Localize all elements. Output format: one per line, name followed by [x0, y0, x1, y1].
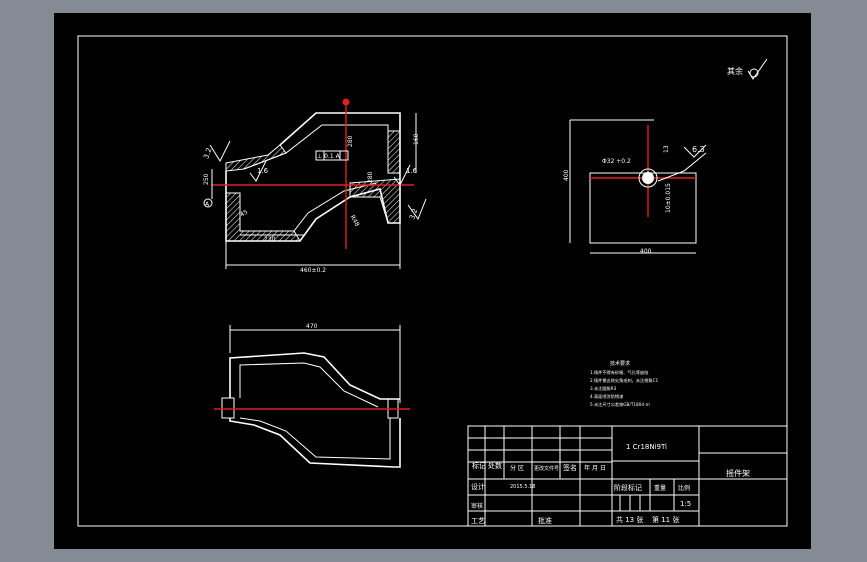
tb-scale-value: 1:5	[680, 500, 691, 508]
side-view-body	[589, 172, 697, 244]
plan-dim-top: 470	[306, 323, 318, 330]
side-leader	[657, 152, 707, 182]
tb-material: 1 Cr18Ni9Ti	[626, 443, 667, 451]
rough-left-icon	[249, 160, 267, 182]
tb-h-sign: 签名	[563, 463, 577, 472]
tb-h-scale: 比例	[678, 484, 690, 492]
tolerance-text: ⊥ 0.1 A	[317, 153, 341, 160]
cad-drawing-canvas: 其余 460±0.2 230 250 A 160 280 280	[77, 35, 788, 527]
dim-right: 160	[413, 133, 420, 145]
note-line-1: 1.铸件不得有砂眼、气孔等缺陷	[590, 369, 648, 376]
dim-bottom: 460±0.2	[300, 267, 326, 274]
side-rough-value: 6.3	[692, 145, 705, 154]
tb-h-zone: 分 区	[510, 464, 524, 472]
plan-top-outline	[229, 352, 400, 400]
tb-h-count: 处数	[488, 461, 502, 470]
datum-marker-icon	[342, 98, 350, 106]
note-line-3: 3.未注圆角R3	[590, 385, 617, 392]
side-view: 400 400 Φ32 +0.2 10±0.015 13 6.3	[563, 119, 707, 255]
note-line-5: 5.未注尺寸公差按GB/T1804-m	[590, 401, 650, 408]
title-block: 1 Cr18Ni9Ti 摇件架 标记 处数 分 区 更改文件号 签名 年 月 日…	[467, 425, 788, 527]
rough-left-value: 1.6	[257, 167, 269, 175]
dim-left: 250	[203, 173, 210, 185]
tb-total-sheets: 共 13 张	[616, 515, 643, 524]
main-inner-outline	[239, 182, 377, 232]
side-dim-bottom: 400	[640, 248, 652, 255]
rough-right-value: 1.6	[406, 167, 418, 175]
dim-inner: 230	[264, 236, 276, 243]
tb-h-change: 更改文件号	[534, 465, 559, 472]
rough-br-icon	[407, 198, 427, 221]
side-dim-center-r: 13	[663, 145, 670, 153]
hatch-top-left	[225, 144, 287, 172]
side-dim-center-v: 10±0.015	[665, 183, 672, 213]
tb-h-process: 工艺	[471, 517, 485, 525]
plan-flange-left	[221, 397, 235, 419]
datum-a-label: A	[205, 201, 210, 208]
rough-tl-value: 3.2	[202, 147, 213, 160]
main-section-view: 460±0.2 230 250 A 160 280 280 45 R48 ⊥ 0…	[202, 98, 427, 274]
side-dim-center-top: Φ32 +0.2	[602, 158, 631, 165]
drawing-border	[77, 35, 788, 527]
rough-br-value: 3.2	[408, 207, 419, 220]
side-bore-wedge	[642, 171, 654, 178]
datum-a-circle-icon	[203, 198, 213, 208]
svg-text:其余: 其余	[727, 66, 743, 76]
tb-h-design: 设计	[471, 482, 485, 491]
roughness-note: 其余	[727, 58, 768, 80]
title-block-frame	[467, 425, 788, 527]
tb-h-review: 审核	[471, 502, 483, 510]
dim-flow: 280	[367, 171, 374, 183]
dim-45: 45	[239, 208, 249, 218]
rough-right-icon	[393, 164, 411, 186]
tb-h-approve: 批准	[538, 516, 552, 525]
side-bore-circle	[638, 168, 658, 188]
main-outline	[225, 112, 401, 242]
notes-title: 技术要求	[610, 360, 630, 367]
side-dim-left: 400	[563, 169, 570, 181]
roughness-circle-icon	[749, 68, 759, 78]
tb-h-stage: 阶段标记	[614, 483, 642, 492]
tb-sheet-no: 第 11 张	[652, 515, 679, 524]
note-line-4: 4.表面喷涂防锈漆	[590, 393, 623, 400]
side-rough-icon	[683, 144, 707, 158]
hatch-top-right	[387, 130, 401, 174]
dim-throat: R48	[349, 214, 361, 228]
main-inner-top	[243, 124, 389, 173]
note-line-2: 2.铸件需去除尖角毛刺，未注倒角C1	[590, 377, 659, 384]
tb-h-mark: 标记	[472, 461, 486, 470]
tolerance-frame	[315, 150, 349, 161]
plan-bottom-outline	[229, 418, 401, 468]
tb-h-weight: 重量	[654, 484, 666, 492]
dim-top: 280	[347, 135, 354, 147]
tb-part-name: 摇件架	[726, 468, 750, 478]
plan-view: 470	[214, 323, 410, 468]
hatch-bottom-left	[225, 192, 301, 242]
tb-h-date: 年 月 日	[584, 464, 606, 472]
tb-design-date: 2015.5.18	[510, 484, 535, 490]
technical-notes: 技术要求 1.铸件不得有砂眼、气孔等缺陷 2.铸件需去除尖角毛刺，未注倒角C1 …	[590, 360, 659, 408]
plan-top-inner	[239, 362, 379, 408]
rough-tl-icon	[209, 140, 231, 163]
drawing-sheet: 其余 460±0.2 230 250 A 160 280 280	[54, 13, 811, 549]
plan-bottom-inner	[239, 417, 391, 460]
